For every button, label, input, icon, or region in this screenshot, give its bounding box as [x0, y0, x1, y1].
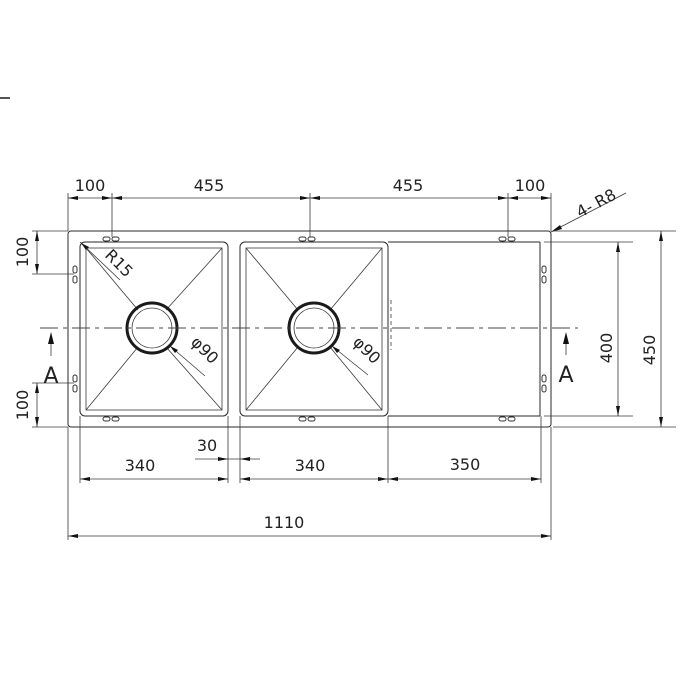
drain-1-arrow — [170, 346, 178, 353]
drain-2-diameter: φ90 — [349, 332, 384, 367]
bowl-corner-radius: R15 — [101, 245, 137, 281]
drain-2-arrow — [332, 346, 340, 353]
r8-arrow — [551, 225, 562, 232]
dim-left-bottom-100: 100 — [13, 390, 32, 421]
dim-top-455-right: 455 — [393, 176, 424, 195]
dim-bowl-1-width: 340 — [125, 456, 156, 475]
dim-bowl-2-width: 340 — [295, 456, 326, 475]
dim-top-100-right: 100 — [515, 176, 546, 195]
section-a-left-label: A — [43, 364, 58, 389]
drain-1-diameter: φ90 — [187, 332, 222, 367]
section-a-right-arrow — [563, 332, 569, 344]
bowl-1 — [79, 241, 229, 417]
dim-right-400: 400 — [597, 333, 616, 364]
dim-right-450: 450 — [640, 335, 659, 366]
drainboard — [388, 241, 541, 417]
r8-leader — [550, 192, 627, 233]
sink-outline — [67, 230, 552, 428]
mounting-clips — [72, 236, 547, 422]
dim-top-455-left: 455 — [194, 176, 225, 195]
section-a-right-label: A — [558, 363, 573, 388]
section-a-left-arrow — [48, 332, 54, 344]
dim-overall-width: 1110 — [264, 513, 305, 532]
bowl-2 — [239, 241, 389, 417]
dim-drainboard-width: 350 — [450, 455, 481, 474]
top-dimensions — [67, 193, 552, 237]
left-dimensions — [32, 230, 74, 428]
dim-gap-30: 30 — [197, 436, 217, 455]
dim-top-100-left: 100 — [75, 176, 106, 195]
bottom-dimensions — [67, 416, 552, 540]
r15-arrow — [81, 243, 89, 250]
right-dimensions — [544, 230, 676, 428]
dim-left-top-100: 100 — [13, 237, 32, 268]
corner-radius-note: 4- R8 — [573, 185, 619, 222]
